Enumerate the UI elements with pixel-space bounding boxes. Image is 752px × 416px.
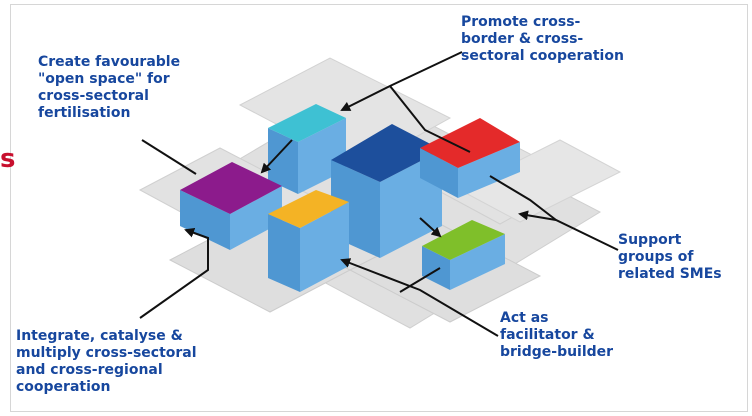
yellow-cube — [268, 190, 349, 292]
arrow-facilitator-green — [399, 267, 441, 293]
arrow-facilitator — [340, 258, 499, 337]
arrow-support-red — [489, 175, 557, 221]
arrow-open-space — [141, 139, 197, 175]
arrow-blue-to-green — [419, 217, 442, 238]
green-cube — [422, 220, 505, 290]
label-integrate: Integrate, catalyse & multiply cross-sec… — [16, 328, 197, 395]
purple-cube — [180, 162, 282, 250]
red-cube — [420, 118, 520, 198]
label-facilitator: Act as facilitator & bridge-builder — [500, 310, 614, 360]
slide-edge-glyph: s — [0, 144, 16, 174]
label-support-smes: Support groups of related SMEs — [618, 232, 722, 282]
arrow-open-space-teal — [260, 139, 293, 174]
label-promote-cooperation: Promote cross- border & cross- sectoral … — [461, 14, 624, 64]
label-create-open-space: Create favourable "open space" for cross… — [38, 54, 181, 121]
arrows — [139, 51, 619, 337]
platform-tile — [458, 139, 622, 223]
arrow-integrate — [139, 228, 209, 319]
arrow-promote-right — [389, 85, 471, 153]
